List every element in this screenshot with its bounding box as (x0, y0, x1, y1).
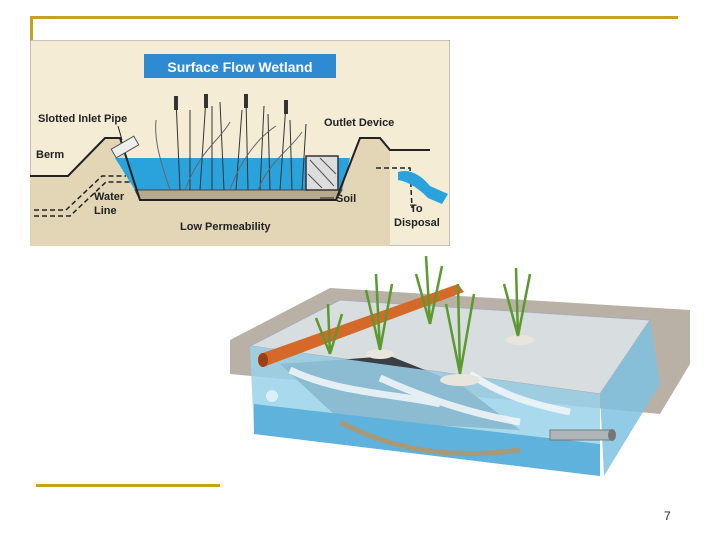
diagram-title: Surface Flow Wetland (167, 59, 312, 75)
label-water-line-1: Water (94, 191, 125, 203)
disposal-outfall (398, 170, 448, 204)
label-disposal-2: Disposal (394, 217, 440, 229)
slide-number: 7 (664, 509, 671, 523)
soil-bed (134, 189, 343, 201)
top-rule (30, 16, 678, 19)
label-berm: Berm (36, 149, 64, 161)
brand-logo-icon (266, 390, 278, 402)
label-inlet-pipe: Slotted Inlet Pipe (38, 113, 127, 125)
label-outlet-device: Outlet Device (324, 117, 394, 129)
outlet-dashes (376, 167, 413, 209)
surface-flow-wetland-diagram: Surface Flow Wetland Slot (29, 39, 451, 247)
label-disposal-1: To (410, 203, 423, 215)
plants (314, 255, 532, 375)
water-line-dashes-2 (34, 181, 130, 217)
berm-outline (30, 137, 430, 201)
left-rule (30, 16, 33, 60)
reeds (155, 97, 307, 191)
label-soil: Soil (336, 193, 356, 205)
reed-heads (174, 94, 288, 114)
outlet-pipe-end (608, 429, 616, 441)
water-line-dashes (34, 175, 126, 211)
inlet-pipe (110, 135, 140, 159)
label-low-permeability: Low Permeability (180, 221, 271, 233)
tank-illustration (230, 255, 690, 476)
inlet-pipe-end (258, 353, 268, 367)
wetland-cross-section: Surface Flow Wetland Slot (29, 39, 451, 247)
wetland-tank-cutaway (220, 244, 700, 484)
sand-layer (338, 419, 521, 457)
bottom-rule (36, 484, 220, 487)
label-water-line-2: Line (94, 205, 117, 217)
title-banner (144, 54, 336, 78)
outlet-gravel (307, 157, 337, 189)
inlet-pipe (260, 284, 464, 366)
root-zones (366, 335, 534, 386)
outlet-pipe (549, 429, 611, 441)
